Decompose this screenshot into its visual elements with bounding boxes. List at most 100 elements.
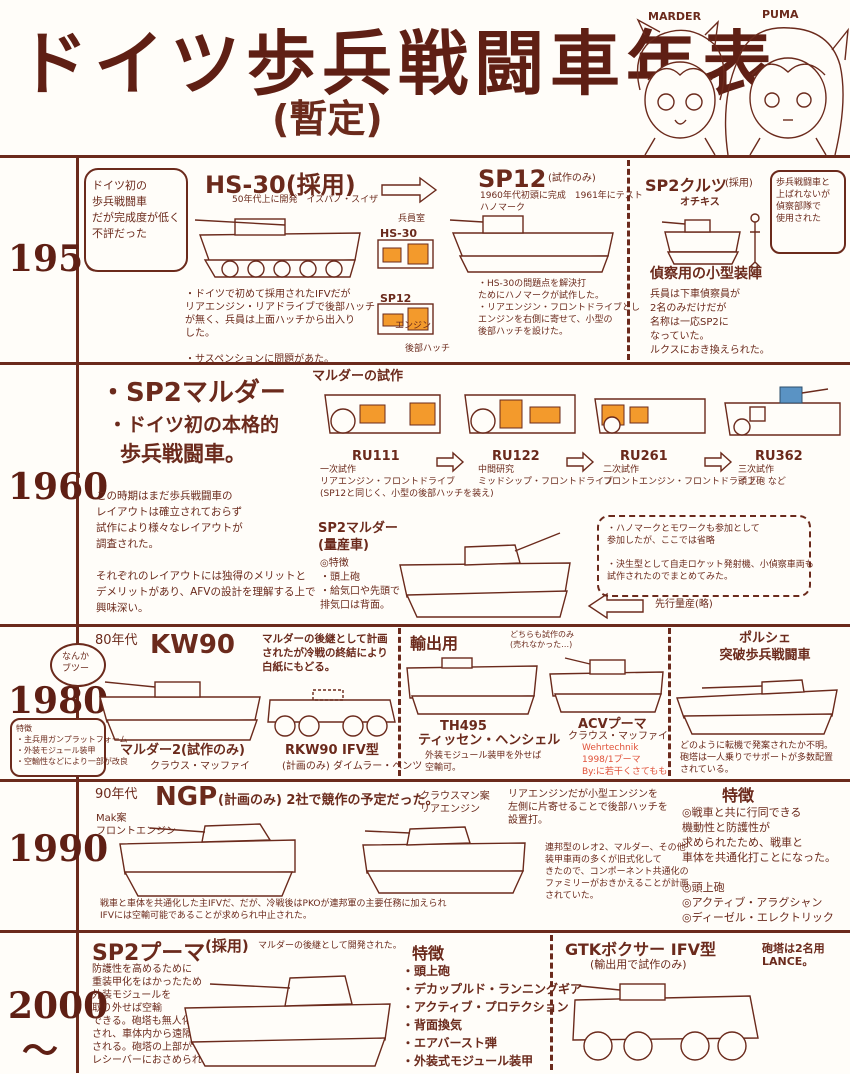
divider-1980 — [0, 624, 850, 627]
kw90-title: KW90 — [150, 630, 236, 660]
export-note: どちらも試作のみ (売れなかった…) — [510, 630, 574, 649]
kurz-heading: 偵察用の小型装陣 — [650, 266, 762, 282]
arrow-hs30-to-sp12 — [381, 176, 438, 204]
th495-note: 外装モジュール装甲を外せば 空輸可。 — [425, 751, 542, 773]
prototype-drawings — [324, 386, 841, 436]
sp12-tag: (試作のみ) — [548, 173, 596, 184]
proto-1-name: RU111 — [352, 449, 400, 464]
ngp-family-note: 連邦型のレオ2、マルダー、その他 装甲車両の多くが旧式化して きたので、コンポー… — [545, 843, 689, 901]
gtk-subtitle: (輸出用で試作のみ) — [590, 958, 687, 971]
proto-4-name: RU362 — [755, 449, 803, 464]
preseries-label: 先行量産(略) — [655, 599, 713, 610]
hs30-layout-diagram — [377, 239, 434, 269]
ngp-kw-drawing — [362, 826, 526, 894]
rkw90-name: RKW90 IFV型 — [285, 743, 379, 758]
char-label-puma: PUMA — [762, 8, 799, 21]
ngp-description: (計画のみ) 2社で競作の予定だった。 — [218, 793, 439, 808]
porsche-tank-drawing — [676, 679, 838, 735]
kw90-description: マルダーの後継として計画 されたが冷戦の終結により 白紙にもどる。 — [262, 633, 388, 673]
dash-divider-2000 — [550, 935, 553, 1070]
page-subtitle: (暫定) — [272, 97, 383, 141]
proto-3-desc: 二次試作 フロントエンジン・フロントドライブ — [603, 465, 757, 487]
kw90-comment-text: なんか ブツー — [62, 652, 90, 674]
kw90-features-box: 特徴 ・主兵用ガンプラットフォーム ・外装モジュール装甲 ・空輸性などにより一部… — [10, 718, 128, 777]
hs30-comment-text: ドイツ初の 歩兵戦闘車 だが完成度が低く 不評だった — [92, 179, 180, 240]
th495-name: TH495 — [440, 719, 487, 734]
kw90-comment-bubble: なんか ブツー — [50, 643, 106, 687]
diagram-label-sp12: SP12 — [380, 292, 412, 305]
sp12-notes: ・HS-30の問題点を解決打 ためにハノマークが試作した。 ・リアエンジン・フロ… — [478, 279, 641, 337]
ngp-cancel-note: 戦車と車体を共通化した主IFVだ、だが、冷戦後はPKOが連邦軍の主要任務に加えら… — [100, 899, 447, 921]
marder-title: ・SP2マルダー — [100, 378, 286, 408]
puma-features: ・頭上砲 ・デカップルド・ランニングギア ・アクティブ・プロテクション ・背面換… — [402, 964, 583, 1068]
export-heading: 輸出用 — [410, 634, 459, 653]
sp12-title: SP12 — [478, 165, 547, 193]
marder2-maker: クラウス・マッファイ — [150, 761, 250, 772]
rkw90-vehicle-drawing — [267, 689, 396, 737]
th495-tank-drawing — [406, 657, 538, 715]
sp12-layout-diagram — [377, 303, 434, 335]
puma-note: マルダーの後継として開発された。 — [258, 941, 402, 951]
acv-name: ACVプーマ — [578, 717, 647, 732]
ngp-mak-drawing — [119, 823, 296, 897]
road-wheel — [221, 260, 239, 278]
year-2000: 2000 — [8, 985, 109, 1027]
mak-label: Mak案 フロントエンジン — [96, 813, 176, 837]
sp12-tank-drawing — [449, 215, 614, 273]
kurz-tag: (採用) — [725, 178, 753, 189]
diagram-label-hs30: HS-30 — [380, 227, 418, 240]
marder-side-note-box: ・ハノマークとモワークも参加として 参加したが、ここでは省略 ・決生型として自走… — [597, 515, 814, 597]
puma-features-heading: 特徴 — [412, 944, 445, 963]
kurz-maker: オチキス — [680, 197, 720, 208]
puma-title: SP2プーマ — [92, 941, 206, 966]
kurz-comment-text: 歩兵戦闘車と 上ばれないが 偵察部隊で 使用された — [776, 178, 831, 224]
kw90-features: 特徴 ・主兵用ガンプラットフォーム ・外装モジュール装甲 ・空輸性などにより一部… — [16, 724, 128, 766]
marder2-tank-drawing — [99, 681, 261, 741]
year-2000-onward: 〜 — [22, 1030, 59, 1072]
kurz-title: SP2クルツ — [645, 176, 727, 195]
kurz-comment-bubble: 歩兵戦闘車と 上ばれないが 偵察部隊で 使用された — [770, 170, 846, 254]
puma-tank-drawing — [184, 975, 391, 1067]
road-wheel — [299, 260, 317, 278]
acv-puma-tank-drawing — [549, 657, 664, 713]
hs30-title: HS-30(採用) — [205, 171, 356, 199]
gtk-turret-note: 砲塔は2名用 LANCE。 — [762, 942, 825, 968]
puma-tag: (採用) — [205, 937, 249, 955]
th495-maker: ティッセン・ヘンシェル — [418, 733, 561, 748]
ngp-era: 90年代 — [95, 787, 138, 802]
prototype-heading: マルダーの試作 — [312, 369, 404, 384]
year-1960: 1960 — [8, 466, 109, 508]
ngp-features-heading: 特徴 — [722, 786, 755, 805]
year-column-divider — [76, 155, 79, 1073]
year-1980: 1980 — [8, 680, 109, 722]
kw90-era: 80年代 — [95, 633, 138, 648]
kw-proposal-desc: リアエンジンだが小型エンジンを 左側に片寄せることで後部ハッチを 設置打。 — [508, 789, 668, 826]
acv-maker: クラウス・マッファイ — [568, 731, 668, 742]
marder-tank-drawing — [399, 532, 571, 618]
ngp-title: NGP — [155, 782, 218, 812]
kurz-tank-drawing — [661, 213, 761, 268]
ngp-features: ◎戦車と共に行同できる 機動性と防護性が 求められたため、戦車と 車体を共通化打… — [682, 806, 836, 924]
divider-1990 — [0, 779, 850, 782]
hs30-comment-bubble: ドイツ初の 歩兵戦闘車 だが完成度が低く 不評だった — [84, 168, 188, 272]
character-illustrations — [636, 18, 849, 156]
kw-proposal-label: クラウスマン案 リアエンジン — [420, 791, 490, 815]
gtk-title: GTKボクサー IFV型 — [565, 940, 717, 959]
proto-3-name: RU261 — [620, 449, 668, 464]
porsche-note: どのように転機で発案されたか不明。 砲塔は一人乗りでサポートが多数配置 されてい… — [680, 741, 834, 775]
road-wheel — [247, 260, 265, 278]
dash-divider-1980b — [668, 628, 671, 776]
char-label-marder: MARDER — [648, 10, 702, 23]
marder-prod-title: SP2マルダー (量産車) — [318, 521, 398, 553]
diagram-label-crew: 兵員室 — [398, 214, 426, 224]
proto-4-desc: 三次試作 頭上砲 など — [738, 465, 786, 487]
marder2-name: マルダー2(試作のみ) — [120, 743, 245, 758]
proto-2-name: RU122 — [492, 449, 540, 464]
divider-1960 — [0, 362, 850, 365]
puma-description: 防護性を高めるために 重装甲化をはかったため 外装モジュールを 取り外せば空輸 … — [92, 964, 222, 1066]
marder-subtitle-1: ・ドイツ初の本格的 — [108, 414, 280, 436]
divider-top — [0, 155, 850, 158]
divider-2000 — [0, 930, 850, 933]
diagram-label-hatch: 後部ハッチ — [405, 344, 451, 354]
proto-2-desc: 中間研究 ミッドシップ・フロントドライブ — [478, 465, 614, 487]
